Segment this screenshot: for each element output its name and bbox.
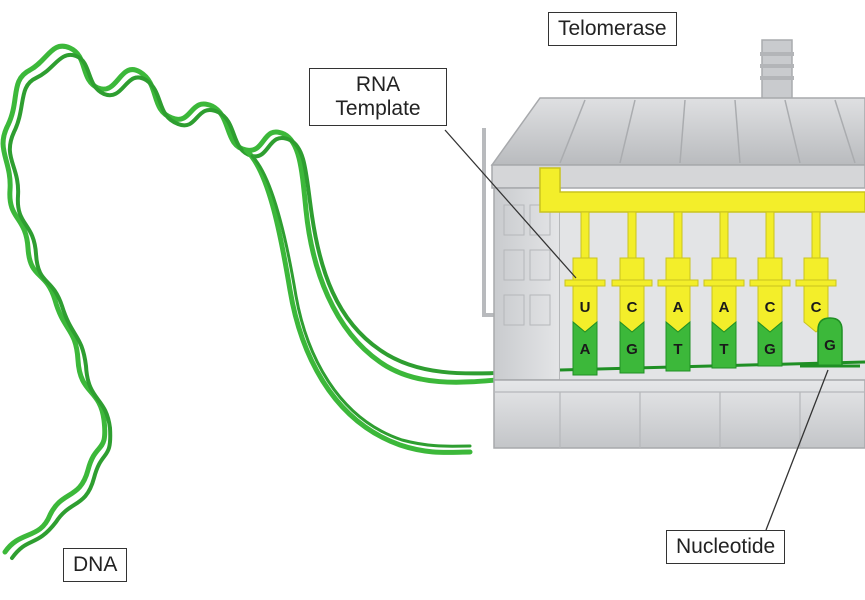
template-rod [811, 211, 821, 261]
chimney [761, 39, 793, 103]
free-nucleotide-label: G [824, 337, 836, 354]
dna-base-label: T [719, 341, 728, 358]
nucleotide-label: Nucleotide [666, 530, 786, 564]
template-plate [749, 279, 791, 287]
template-plate [564, 279, 606, 287]
template-base-label: C [811, 299, 822, 316]
dna-coil [0, 43, 793, 560]
dna-base-label: T [673, 341, 682, 358]
template-base-label: A [719, 299, 730, 316]
template-base-label: A [673, 299, 684, 316]
template-rod [673, 211, 683, 261]
template-plate [703, 279, 745, 287]
template-bar [539, 167, 865, 213]
dna-tail-inner [250, 154, 472, 448]
dna-base-label: G [626, 341, 638, 358]
template-plate [795, 279, 837, 287]
template-collar [619, 257, 645, 281]
free-nucleotide: G [800, 317, 860, 368]
template-rod [627, 211, 637, 261]
template-base-label: C [765, 299, 776, 316]
dna-tail [243, 147, 473, 455]
template-plate [611, 279, 653, 287]
telomerase-label: Telomerase [548, 12, 677, 46]
dna-base-label: A [580, 341, 591, 358]
template-rod [580, 211, 590, 261]
nucleotide-leader [765, 369, 829, 531]
machine-base [493, 379, 865, 449]
dna-strand-b [7, 52, 792, 560]
rna-template-label: RNA Template [309, 68, 447, 126]
dna-base [757, 320, 783, 367]
dna-base [572, 320, 598, 376]
rna-template-leader [444, 129, 577, 279]
template-rod [765, 211, 775, 261]
template-base-label: U [580, 299, 591, 316]
template-collar [665, 257, 691, 281]
template-plate [657, 279, 699, 287]
template-collar [757, 257, 783, 281]
dna-base [711, 320, 737, 369]
dna-base [665, 320, 691, 372]
template-rod [719, 211, 729, 261]
rna-template-label-line2: Template [335, 97, 421, 120]
template-collar [803, 257, 829, 281]
dna-base-label: G [764, 341, 776, 358]
template-collar [572, 257, 598, 281]
leader-lines [444, 129, 829, 531]
dna-label: DNA [63, 548, 128, 582]
roof-ribs [559, 99, 856, 164]
template-pistons: U A C G A T A T C G C [564, 211, 837, 376]
dna-base [619, 320, 645, 374]
template-base-label: C [627, 299, 638, 316]
roof [490, 97, 865, 166]
template-collar [711, 257, 737, 281]
side-antenna [482, 128, 496, 317]
free-nucleotide-shape [817, 317, 843, 367]
rna-template-label-line1: RNA [355, 73, 401, 96]
